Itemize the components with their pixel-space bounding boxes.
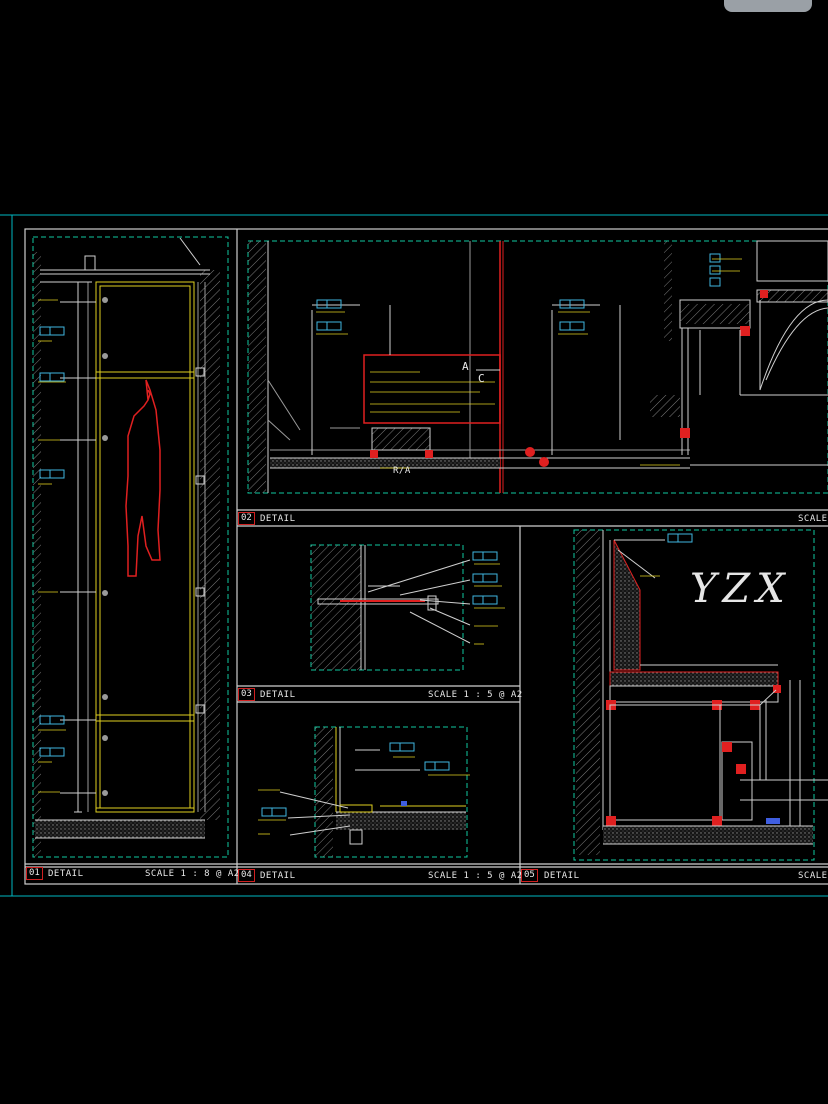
detail-03-number: 03 (238, 688, 255, 701)
section-marker-c: C (478, 372, 486, 385)
detail-05-drawing (573, 529, 828, 861)
detail-01-drawing (32, 236, 229, 858)
detail-01-scale: SCALE 1 : 8 @ A2 (145, 869, 240, 879)
watermark: YZX (690, 566, 791, 612)
annotation-text-marks (38, 258, 742, 835)
detail-04-drawing (279, 726, 468, 858)
detail-05-title: DETAIL (544, 871, 580, 881)
top-pull-handle[interactable] (724, 0, 812, 12)
detail-02-scale: SCALE (798, 514, 828, 524)
detail-01-title: DETAIL (48, 869, 84, 879)
sheet-frame (0, 214, 828, 897)
detail-02-number: 02 (238, 512, 255, 525)
detail-02-title: DETAIL (260, 514, 296, 524)
detail-04-number: 04 (238, 869, 255, 882)
detail-03-scale: SCALE 1 : 5 @ A2 (428, 690, 523, 700)
detail-04-scale: SCALE 1 : 5 @ A2 (428, 871, 523, 881)
detail-05-number: 05 (521, 869, 538, 882)
panel-grid (24, 228, 828, 885)
section-marker-a: A (462, 360, 470, 373)
detail-01-number: 01 (26, 867, 43, 880)
annotation-tags (39, 253, 721, 817)
detail-04-title: DETAIL (260, 871, 296, 881)
section-marker-ra: R/A (393, 466, 411, 476)
detail-03-title: DETAIL (260, 690, 296, 700)
detail-02-drawing (247, 240, 828, 494)
detail-03-drawing (310, 544, 471, 671)
detail-05-scale: SCALE (798, 871, 828, 881)
